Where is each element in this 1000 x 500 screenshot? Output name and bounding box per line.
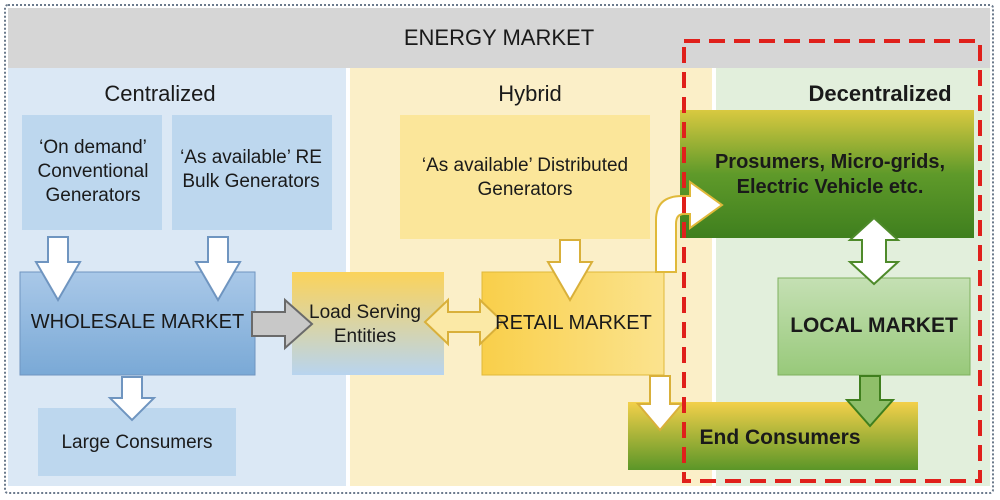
down-arrow-re-bulk [194,236,242,302]
down-arrow-local-end [844,375,896,428]
large-consumers-label: Large Consumers [61,432,213,454]
down-arrow-large-consumers [107,376,157,422]
curved-arrow-retail-prosumers [655,180,724,273]
down-arrow-on-demand [34,236,82,302]
down-arrow-distributed [546,239,594,302]
decentralized-label: Decentralized [808,81,952,107]
distributed-gen-label: ‘As available’ Distributed Generators [421,155,629,200]
wholesale-label: WHOLESALE MARKET [30,310,245,333]
double-arrow-lse-retail [423,297,505,347]
prosumers-box [680,110,974,238]
load-serving-box [292,272,444,375]
vertical-double-arrow-prosumers-local [847,216,901,286]
on-demand-box [22,115,162,230]
title-bar: ENERGY MARKET [8,8,990,68]
right-arrow-wholesale [251,297,314,351]
outer-frame [4,4,994,494]
load-serving-label: Load Serving Entities [309,302,421,347]
on-demand-label: ‘On demand’ Conventional Generators [37,137,149,206]
decentralized-highlight-border [682,39,982,483]
down-arrow-retail-end [635,375,685,432]
prosumers-label: Prosumers, Micro-grids, Electric Vehicle… [714,151,946,198]
end-consumers-label: End Consumers [699,425,861,449]
large-consumers-box [38,408,236,476]
local-market-box [777,277,971,376]
local-market-label: LOCAL MARKET [790,313,958,337]
hybrid-label: Hybrid [498,81,562,107]
retail-label: RETAIL MARKET [495,311,652,334]
diagram-title: ENERGY MARKET [403,25,595,51]
re-bulk-label: ‘As available’ RE Bulk Generators [180,147,322,192]
re-bulk-box [172,115,332,230]
centralized-label: Centralized [104,81,216,107]
distributed-gen-box [400,115,650,239]
